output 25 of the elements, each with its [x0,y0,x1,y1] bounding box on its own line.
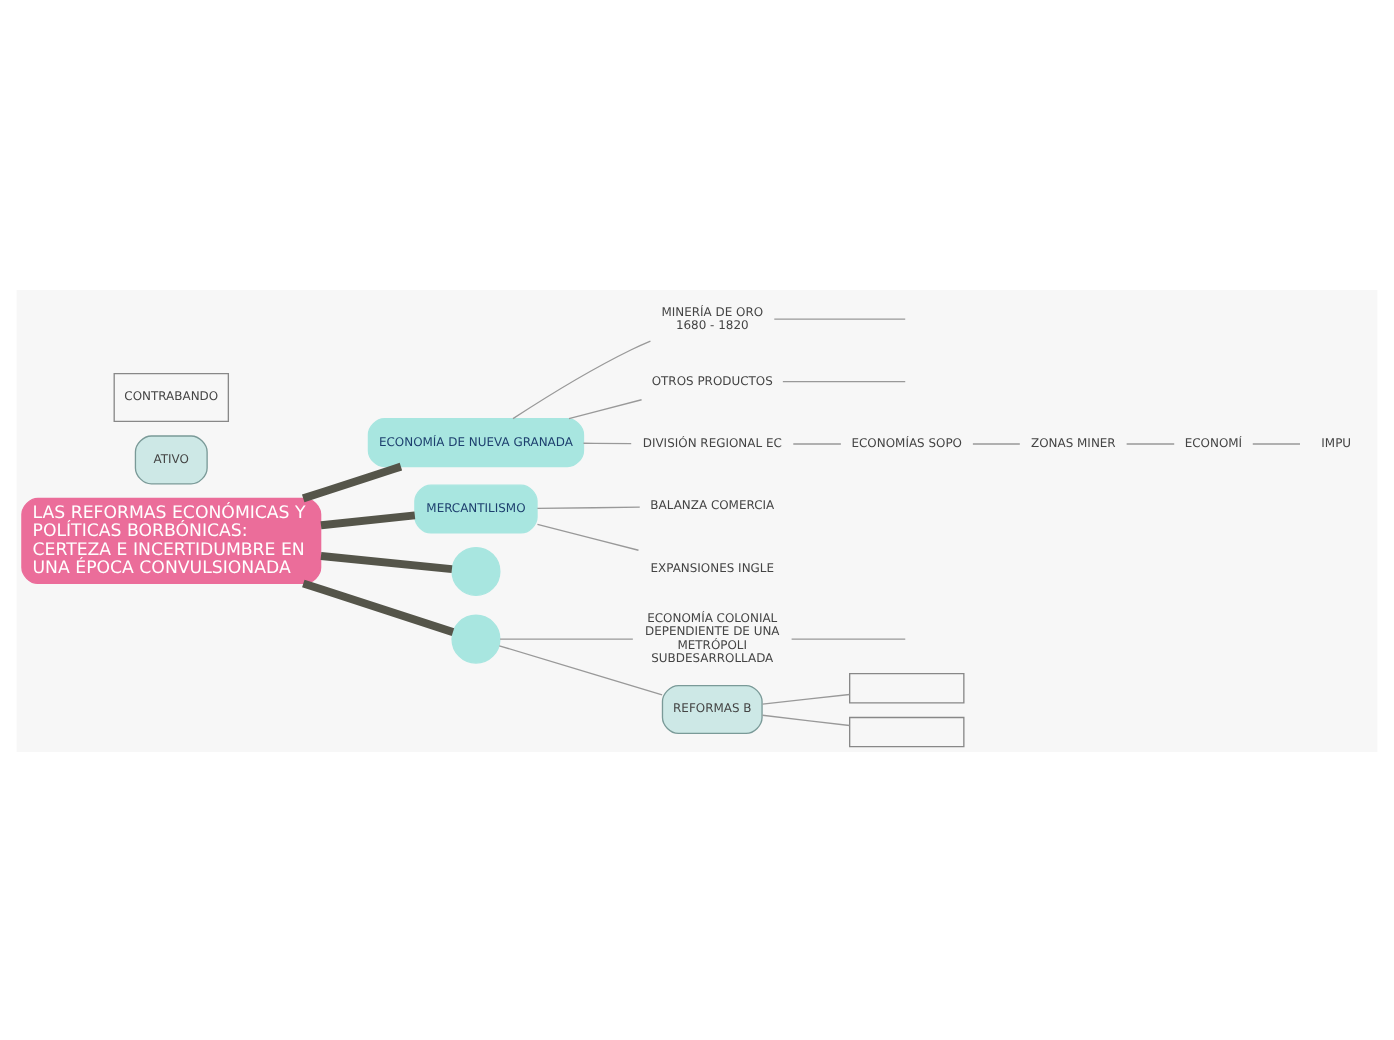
connector [302,461,403,502]
connector [512,339,652,419]
connector [782,379,906,382]
connector [972,442,1021,444]
connector [582,441,632,444]
node-circle [451,613,501,663]
connector [499,637,634,639]
connector [773,317,906,319]
node-circle [451,545,501,595]
connector [302,578,455,635]
connector [1252,442,1301,444]
connector [320,550,453,573]
connector [536,522,640,550]
connector [1126,442,1175,444]
node-box [849,715,965,747]
connector [761,692,851,704]
connector [792,442,842,444]
connector [536,505,641,509]
node-box [849,672,965,703]
connector [761,713,851,726]
connector [320,510,416,529]
connector [790,637,906,639]
connector [498,644,663,695]
node-box: LAS REFORMAS ECONÓMICAS Y POLÍTICAS BORBÓNICAS: CERTEZA E INCERTIDUMBRE EN UNA ÉPOCA CONVULSIONADA [21,496,322,584]
connector [568,398,643,419]
